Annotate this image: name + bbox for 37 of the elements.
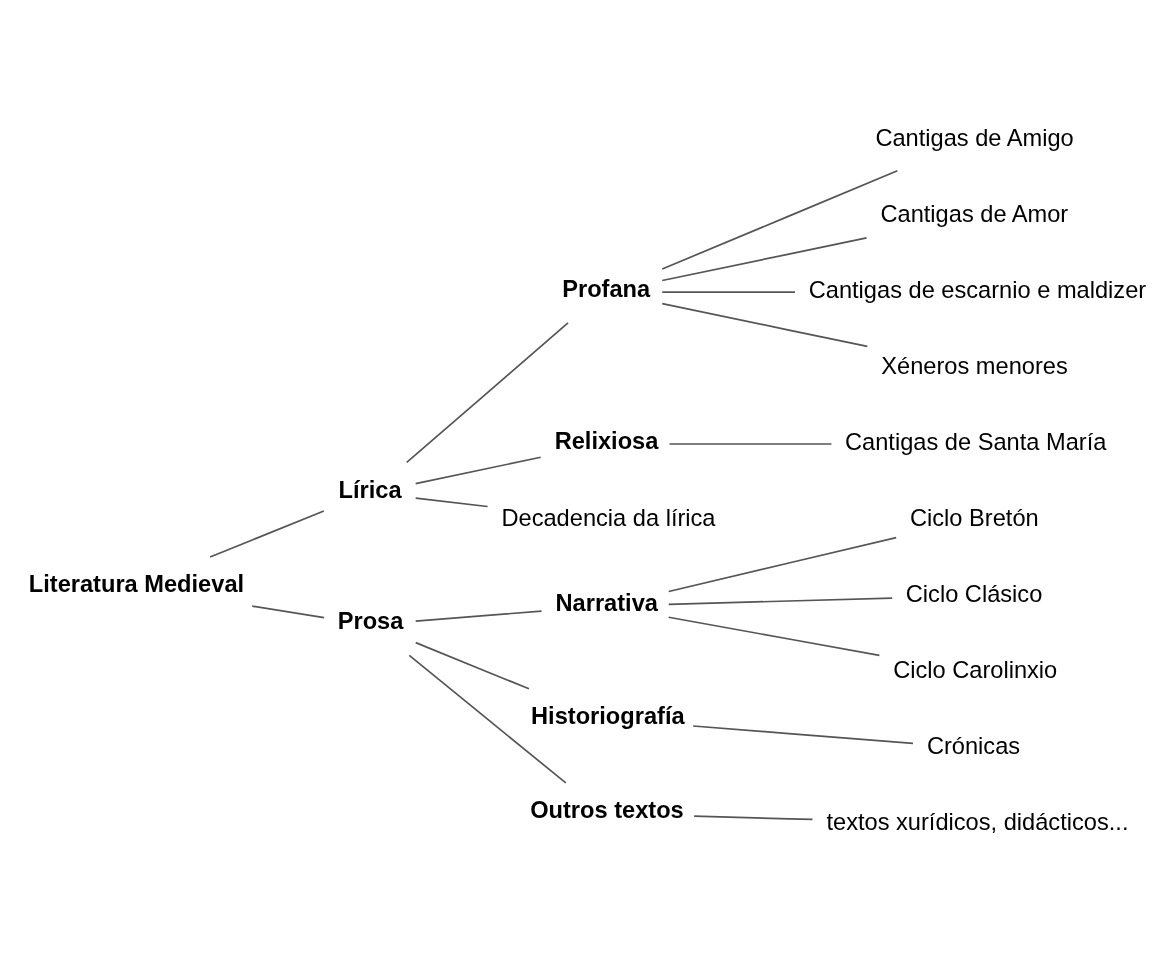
connector: [667, 615, 881, 656]
node-text: Ciclo Bretón: [910, 504, 1039, 531]
node-text: Ciclo Clásico: [905, 580, 1043, 607]
node-text: Cantigas de escarnio e maldizer: [808, 276, 1147, 303]
node-text: Cantigas de Amigo: [875, 124, 1074, 151]
connector: [251, 604, 325, 618]
node-text: Prosa: [337, 607, 404, 634]
connector: [661, 236, 868, 281]
node-text: textos xurídicos, didácticos...: [826, 808, 1129, 835]
connector: [667, 596, 894, 605]
connector: [661, 302, 869, 347]
node-text: Relixiosa: [554, 427, 659, 454]
connector: [408, 654, 567, 784]
node-text: Ciclo Carolinxio: [893, 656, 1058, 683]
connector: [414, 609, 543, 622]
node-text: Historiografía: [531, 702, 685, 729]
node-text: Profana: [562, 275, 651, 302]
connector: [414, 641, 530, 690]
node-text: Literatura Medieval: [28, 570, 245, 597]
node-text: Outros textos: [530, 796, 684, 823]
node-text: Cantigas de Santa María: [845, 428, 1107, 455]
connector: [668, 442, 833, 445]
node-text: Decadencia da lírica: [501, 504, 716, 531]
connector: [693, 814, 814, 820]
node-text: Xéneros menores: [881, 352, 1068, 379]
node-text: Crónicas: [926, 732, 1021, 759]
node-text: Lírica: [338, 476, 402, 503]
node-text: Narrativa: [555, 589, 658, 616]
connector: [414, 455, 542, 484]
connector: [405, 321, 569, 463]
connector: [667, 536, 897, 592]
connector: [414, 496, 489, 507]
connector: [209, 509, 325, 558]
node-text: Cantigas de Amor: [880, 200, 1069, 227]
connector: [661, 169, 899, 270]
connector: [661, 290, 796, 293]
connector: [692, 724, 914, 744]
